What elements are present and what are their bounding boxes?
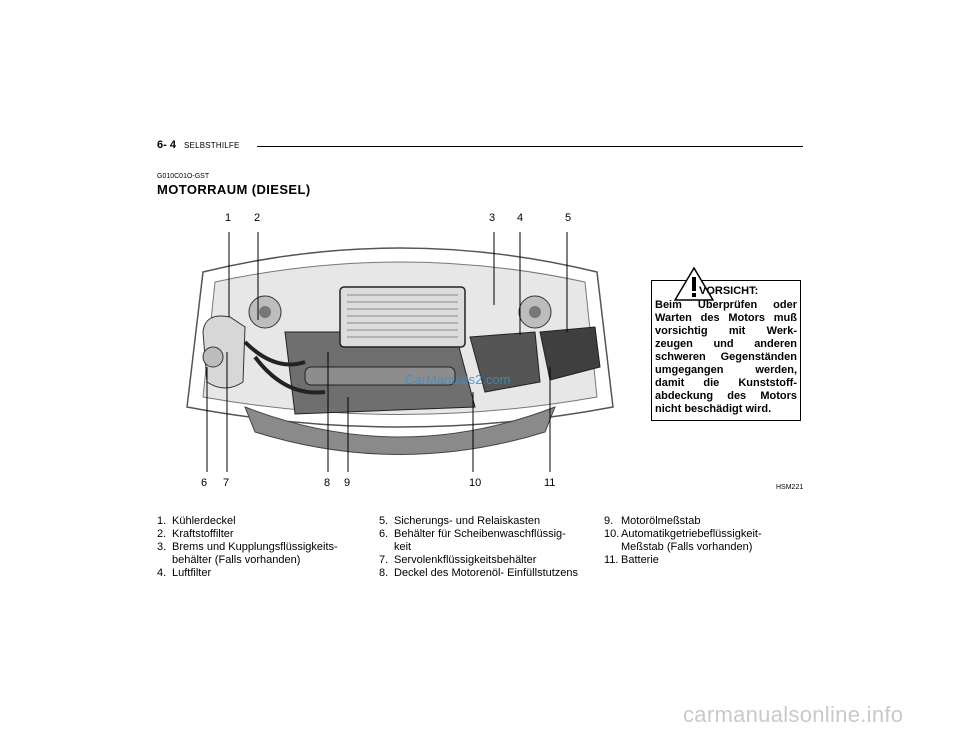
section-title: SELBSTHILFE [184, 141, 240, 150]
figure-code: HSM221 [776, 484, 804, 491]
callout-4: 4 [517, 212, 524, 224]
legend-item: 8. Deckel des Motorenöl- Einfüllstutzens [379, 567, 581, 580]
legend-text: Batterie [621, 554, 659, 566]
legend-number: 9. [604, 515, 614, 527]
legend-number: 11. [604, 554, 619, 566]
header-rule [257, 146, 803, 147]
callout-1: 1 [225, 212, 232, 224]
legend-column-3: 9. Motorölmeßstab 10.Automatikgetriebeflü… [604, 515, 806, 567]
legend-column-2: 5. Sicherungs- und Relaiskasten 6. Behälte… [379, 515, 581, 580]
legend-text: Automatikgetriebeflüssigkeit- Meßstab (F… [621, 528, 762, 553]
callout-6: 6 [201, 477, 208, 489]
legend-number: 6. [379, 528, 389, 540]
page-header: 6- 4 SELBSTHILFE [157, 139, 803, 153]
page-title: MOTORRAUM (DIESEL) [157, 182, 311, 197]
caution-title: VORSICHT: [699, 285, 759, 297]
watermark[interactable]: carmanualsonline.info [683, 702, 904, 727]
legend-item: 3. Brems und Kupplungsflüssigkeits- behäl… [157, 541, 357, 567]
legend-text: Luftfilter [172, 567, 212, 579]
legend-text: Kraftstoffilter [172, 528, 234, 540]
legend-text: Behälter für Scheibenwaschflüssig- keit [394, 528, 566, 553]
legend-number: 1. [157, 515, 167, 527]
page-number: 6- 4 [157, 139, 176, 151]
legend-number: 7. [379, 554, 389, 566]
legend-text: Deckel des Motorenöl- Einfüllstutzens [394, 567, 579, 579]
legend-number: 4. [157, 567, 167, 579]
legend-text: Brems und Kupplungsflüssigkeits- behälte… [172, 541, 338, 566]
callout-10: 10 [469, 477, 482, 489]
callout-2: 2 [254, 212, 261, 224]
callout-9: 9 [344, 477, 351, 489]
legend-text: Motorölmeßstab [621, 515, 701, 527]
legend-number: 8. [379, 567, 389, 579]
callout-11: 11 [544, 477, 556, 489]
legend-number: 2. [157, 528, 167, 540]
legend-item: 10.Automatikgetriebeflüssigkeit- Meßstab… [604, 528, 806, 554]
legend-number: 3. [157, 541, 167, 553]
callout-7: 7 [223, 477, 230, 489]
figure-overlay-text: CarManuals2.com [405, 372, 511, 387]
legend-item: 1. Kühlerdeckel [157, 515, 357, 528]
legend-number: 5. [379, 515, 389, 527]
legend-item: 7. Servolenkflüssigkeitsbehälter [379, 554, 581, 567]
legend-item: 9. Motorölmeßstab [604, 515, 806, 528]
warning-triangle-icon [674, 267, 714, 301]
legend-text: Sicherungs- und Relaiskasten [394, 515, 541, 527]
caution-text: Beim Überprüfen oder Warten des Motors m… [655, 299, 797, 415]
legend-column-1: 1. Kühlerdeckel 2. Kraftstoffilter 3. Brems… [157, 515, 357, 580]
callout-5: 5 [565, 212, 572, 224]
callout-3: 3 [489, 212, 496, 224]
legend-item: 5. Sicherungs- und Relaiskasten [379, 515, 581, 528]
legend-item: 6. Behälter für Scheibenwaschflüssig- kei… [379, 528, 581, 554]
legend-text: Kühlerdeckel [172, 515, 236, 527]
document-code: G010C01O-GST [157, 173, 210, 180]
callout-8: 8 [324, 477, 331, 489]
legend-item: 4. Luftfilter [157, 567, 357, 580]
caution-box: VORSICHT: Beim Überprüfen oder Warten de… [651, 267, 801, 421]
legend-number: 10. [604, 528, 620, 540]
legend-text: Servolenkflüssigkeitsbehälter [394, 554, 537, 566]
engine-bay-illustration [186, 232, 614, 472]
legend-item: 11.Batterie [604, 554, 806, 567]
legend-item: 2. Kraftstoffilter [157, 528, 357, 541]
